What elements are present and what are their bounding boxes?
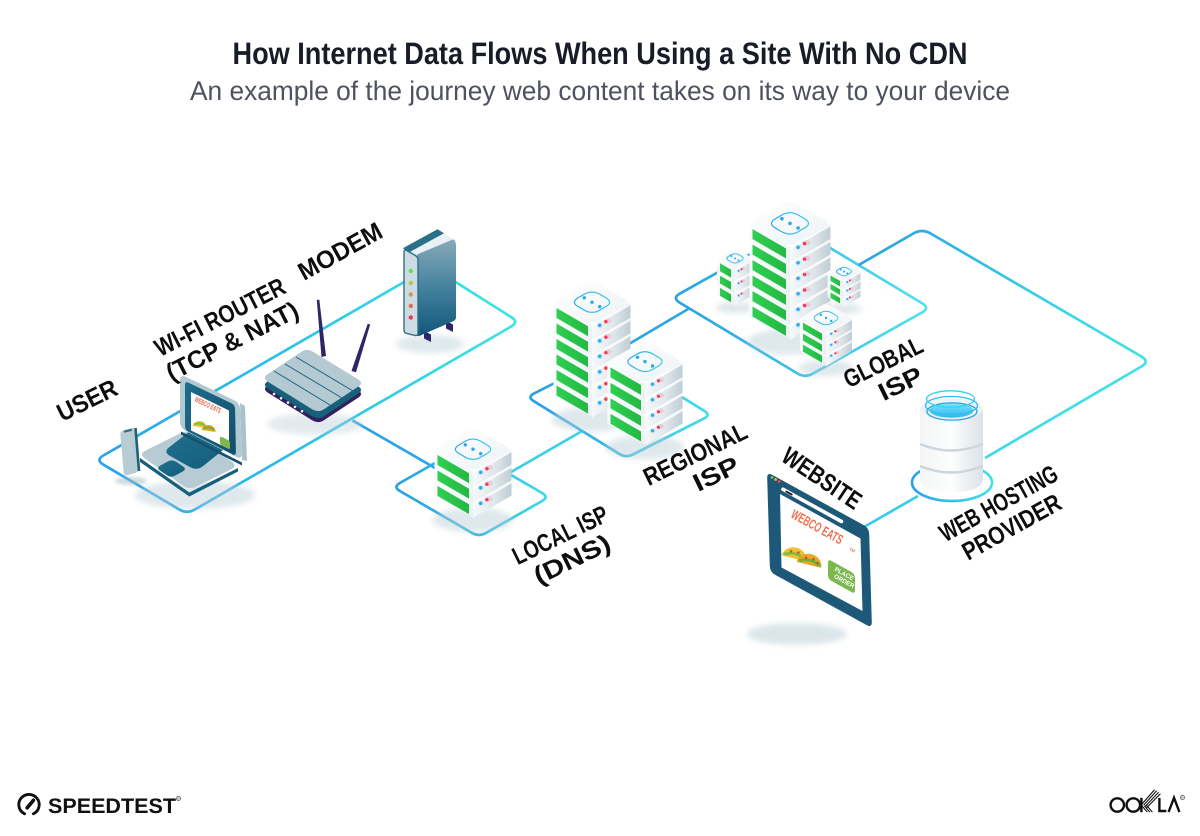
svg-text:R: R xyxy=(177,797,180,801)
svg-text:R: R xyxy=(1181,796,1184,800)
svg-text:How Internet Data Flows When U: How Internet Data Flows When Using a Sit… xyxy=(233,36,968,71)
svg-text:TM: TM xyxy=(849,547,857,554)
svg-text:An example of the journey web: An example of the journey web content ta… xyxy=(190,76,1010,106)
svg-text:SPEEDTEST: SPEEDTEST xyxy=(48,795,176,818)
